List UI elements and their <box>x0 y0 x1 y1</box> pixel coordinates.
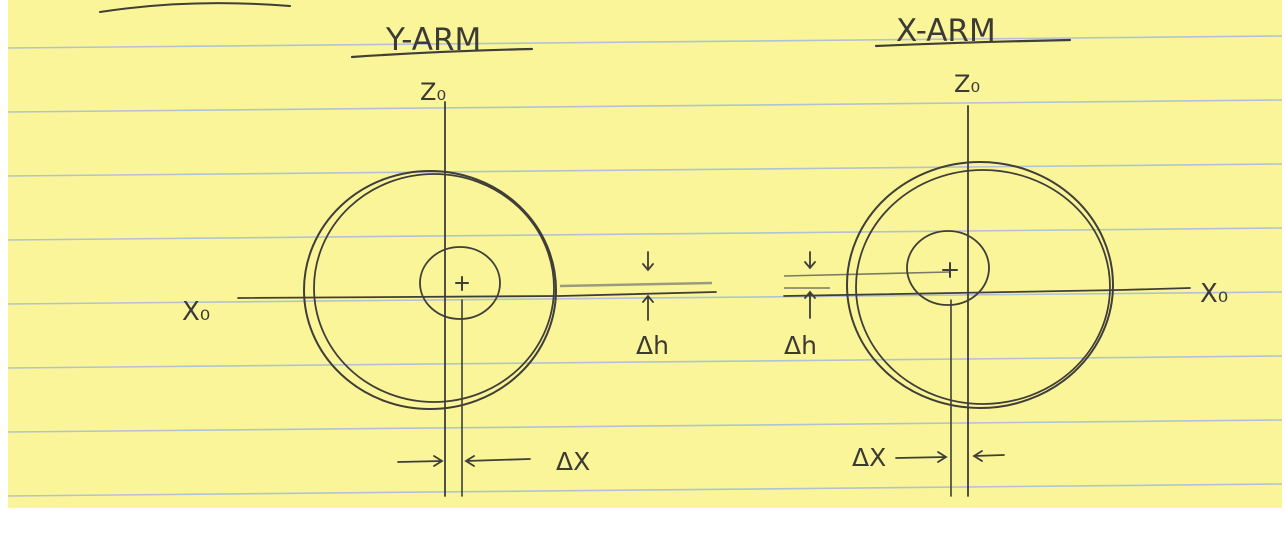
y-arm-dx-label: ΔX <box>556 447 590 476</box>
x-arm-dh-label: Δh <box>784 331 817 360</box>
y-arm-offset-line <box>559 281 713 288</box>
x-arm-dx-label: ΔX <box>852 443 886 472</box>
ruled-line <box>7 35 1283 49</box>
ruled-line <box>7 291 1283 305</box>
ruled-lines <box>7 35 1283 497</box>
y-arm-dx-arrow-right <box>464 455 531 467</box>
paper-background <box>0 0 1286 508</box>
x-arm-diagram: X-ARM Z₀ X₀ Δh ΔX <box>783 13 1228 497</box>
y-arm-title-underline <box>350 47 534 59</box>
y-arm-outer-circle <box>303 170 557 410</box>
x-arm-x-label: X₀ <box>1200 279 1228 309</box>
ruled-line <box>7 227 1283 241</box>
y-arm-x-axis <box>237 291 717 299</box>
x-arm-dx-arrow-right <box>972 450 1005 462</box>
y-arm-dx-arrow-left <box>397 455 444 467</box>
left-margin <box>0 0 8 529</box>
ruled-line <box>7 99 1283 113</box>
y-arm-z-label: Z₀ <box>420 78 446 106</box>
ruled-line <box>7 355 1283 369</box>
x-arm-dx-arrow-left <box>895 451 948 463</box>
x-arm-inner-circle <box>906 230 990 306</box>
y-arm-dh-arrow-top <box>642 251 654 272</box>
x-arm-outer-circle-inner <box>855 169 1111 405</box>
x-arm-dh-arrow-top <box>804 251 816 270</box>
x-arm-dh-arrow-bottom <box>804 290 816 319</box>
ruled-line <box>7 163 1283 177</box>
ruled-line <box>7 483 1283 497</box>
y-arm-inner-circle <box>419 246 501 320</box>
x-arm-z-label: Z₀ <box>954 70 980 98</box>
x-arm-outer-circle <box>846 161 1114 409</box>
y-arm-center-mark <box>455 276 469 291</box>
x-arm-offset-line <box>783 271 951 277</box>
y-arm-dh-label: Δh <box>636 331 669 360</box>
y-arm-x-label: X₀ <box>182 297 210 327</box>
y-arm-dh-arrow-bottom <box>642 294 654 321</box>
x-arm-x-axis <box>783 287 1191 297</box>
x-arm-title-underline <box>874 38 1072 48</box>
y-arm-diagram: Y-ARM Z₀ X₀ Δh ΔX <box>182 22 717 497</box>
stray-stroke <box>99 2 291 13</box>
y-arm-outer-circle-inner <box>313 173 555 403</box>
ruled-line <box>7 419 1283 433</box>
x-arm-center-mark <box>942 262 958 278</box>
right-margin <box>1282 0 1286 529</box>
